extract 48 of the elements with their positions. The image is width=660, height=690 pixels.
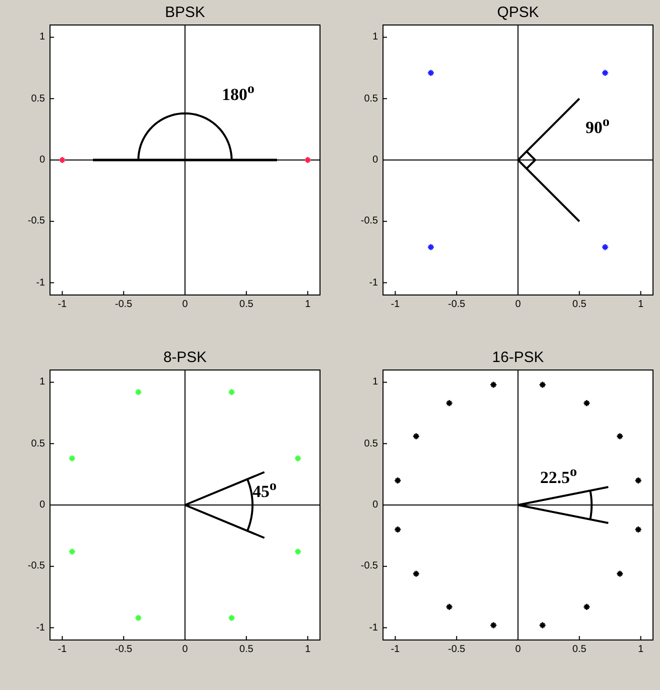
chart-title: QPSK <box>497 4 539 21</box>
tick-label: 0 <box>182 299 188 310</box>
tick-label: 1 <box>39 32 45 43</box>
tick-label: 1 <box>304 644 310 655</box>
angle-label: 22.5$^{o}$ <box>540 464 577 488</box>
tick-label: 0 <box>372 154 378 166</box>
tick-label: 0.5 <box>572 299 586 310</box>
tick-label: 0 <box>372 500 378 510</box>
tick-label: 1 <box>39 376 45 388</box>
tick-label: 0 <box>182 644 188 655</box>
tick-label: -1 <box>58 299 67 310</box>
tick-label: -1 <box>369 277 378 288</box>
tick-label: -1 <box>36 622 45 634</box>
tick-label: -0.5 <box>448 644 466 655</box>
tick-label: -0.5 <box>360 560 378 572</box>
tick-label: -0.5 <box>115 644 132 655</box>
tick-label: 0.5 <box>364 93 378 104</box>
tick-label: -0.5 <box>360 216 378 227</box>
chart-title: 8-PSK <box>163 349 207 366</box>
tick-label: -0.5 <box>28 560 45 572</box>
angle-label: 180$^{o}$ <box>222 80 254 104</box>
tick-label: 0.5 <box>239 299 254 310</box>
chart-title: 16-PSK <box>492 349 544 366</box>
tick-label: -1 <box>58 644 67 655</box>
tick-label: 0.5 <box>239 644 254 655</box>
tick-label: 0 <box>39 500 45 510</box>
tick-label: 0.5 <box>31 438 45 450</box>
tick-label: 1 <box>638 644 644 655</box>
tick-label: 0 <box>39 154 45 166</box>
tick-label: 0.5 <box>364 438 378 450</box>
tick-label: -0.5 <box>28 216 45 227</box>
tick-label: 0.5 <box>572 644 586 655</box>
tick-label: -0.5 <box>448 299 466 310</box>
tick-label: 0 <box>515 299 521 310</box>
tick-label: 1 <box>304 299 310 310</box>
tick-label: -0.5 <box>115 299 132 310</box>
angle-label: 90$^{o}$ <box>586 114 610 138</box>
tick-label: 0.5 <box>31 93 45 104</box>
tick-label: 0 <box>515 644 521 655</box>
angle-label: 45$^{o}$ <box>252 478 277 502</box>
tick-label: -1 <box>36 277 45 288</box>
tick-label: -1 <box>390 299 400 310</box>
tick-label: -1 <box>369 622 378 634</box>
tick-label: -1 <box>390 644 400 655</box>
tick-label: 1 <box>372 376 378 388</box>
chart-title: BPSK <box>164 4 206 21</box>
tick-label: 1 <box>372 32 378 43</box>
tick-label: 1 <box>638 299 644 310</box>
